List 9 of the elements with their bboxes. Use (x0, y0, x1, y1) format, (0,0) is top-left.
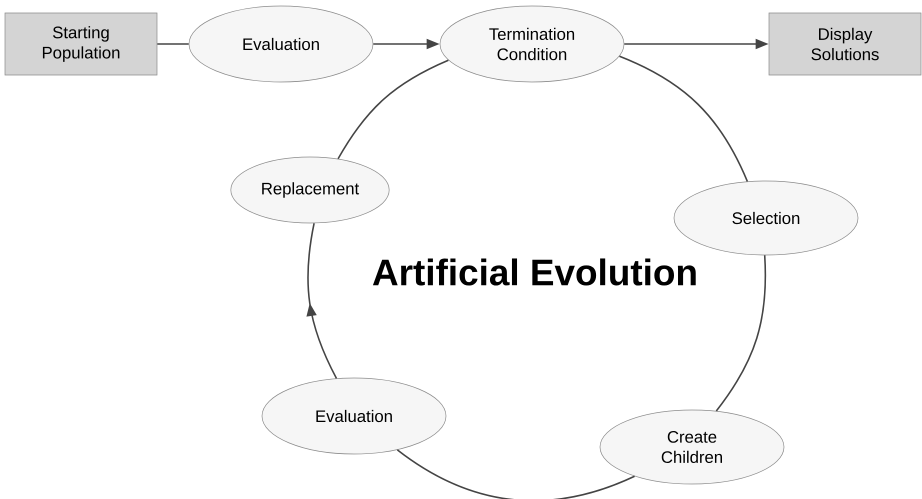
connector (157, 43, 189, 45)
connector (619, 56, 748, 182)
process-box: Display Solutions (768, 12, 922, 76)
connector (306, 223, 338, 379)
connector (716, 255, 766, 412)
connector (396, 449, 635, 499)
center-label: Artificial Evolution (372, 258, 696, 286)
connector (337, 60, 449, 160)
process-box: Starting Population (4, 12, 158, 76)
